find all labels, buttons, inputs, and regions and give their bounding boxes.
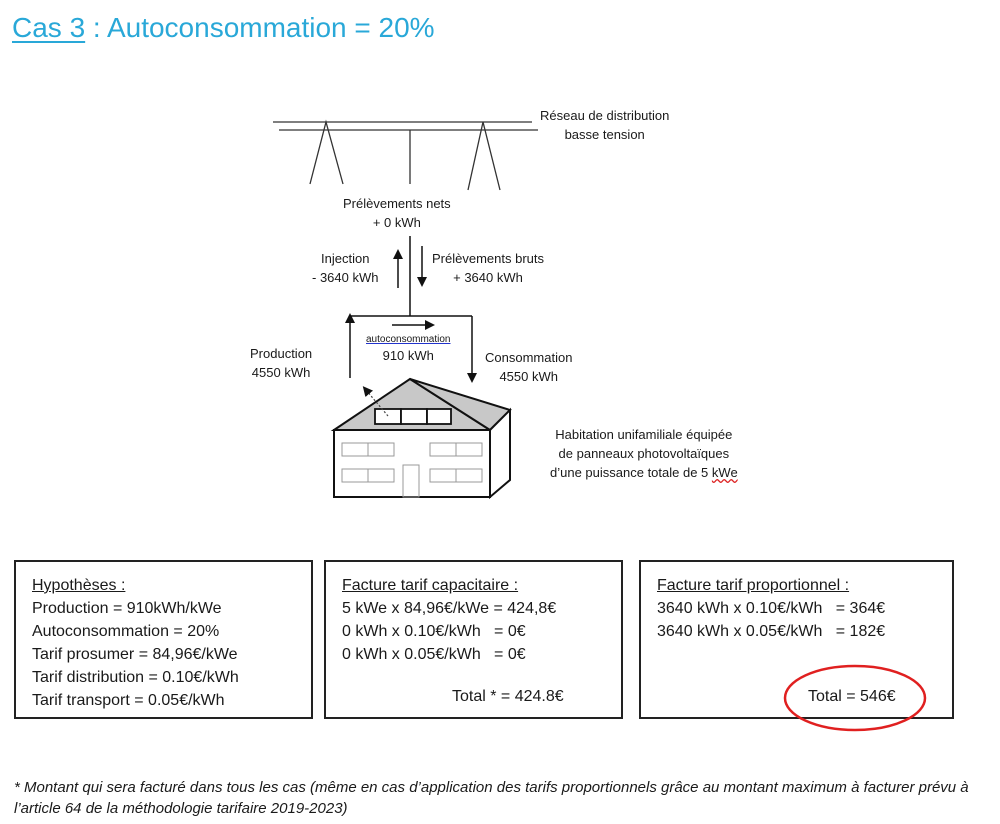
capacitaire-row: 0 kWh x 0.05€/kWh = 0€ (342, 646, 526, 663)
gross-withdrawal-label: Prélèvements bruts+ 3640 kWh (432, 251, 544, 285)
proportionnel-row: 3640 kWh x 0.10€/kWh = 364€ (657, 600, 886, 617)
capacitaire-row: 0 kWh x 0.10€/kWh = 0€ (342, 623, 526, 640)
capacitaire-heading: Facture tarif capacitaire : (342, 577, 519, 594)
hypothesis-row: Tarif distribution = 0.10€/kWh (32, 669, 239, 686)
hypotheses-heading: Hypothèses : (32, 577, 126, 594)
sunlight-arrow-icon (362, 386, 389, 417)
proportionnel-row: 3640 kWh x 0.05€/kWh = 182€ (657, 623, 886, 640)
energy-flow-diagram (273, 119, 538, 500)
injection-label: Injection- 3640 kWh (312, 251, 379, 285)
proportionnel-total: Total = 546€ (808, 688, 896, 705)
house-icon (330, 377, 512, 500)
hypothesis-row: Autoconsommation = 20% (32, 623, 220, 640)
net-withdrawal-label: Prélèvements nets+ 0 kWh (343, 196, 451, 230)
window-icon (341, 442, 483, 498)
solar-panel-icon (374, 408, 452, 425)
hypothesis-row: Production = 910kWh/kWe (32, 600, 222, 617)
hypothesis-row: Tarif transport = 0.05€/kWh (32, 692, 225, 709)
proportionnel-box: Facture tarif proportionnel : 3640 kWh x… (639, 560, 954, 719)
proportionnel-heading: Facture tarif proportionnel : (657, 577, 850, 594)
capacitaire-box: Facture tarif capacitaire : 5 kWe x 84,9… (324, 560, 623, 719)
self-consumption-loop (345, 313, 477, 383)
hypothesis-row: Tarif prosumer = 84,96€/kWe (32, 646, 238, 663)
footnote: * Montant qui sera facturé dans tous les… (14, 779, 969, 817)
total-proportionnel-circle (783, 664, 927, 732)
hypotheses-box: Hypothèses : Production = 910kWh/kWe Aut… (14, 560, 313, 719)
case-subtitle: : Autoconsommation = 20% (85, 12, 435, 43)
case-label: Cas 3 (12, 12, 86, 43)
page-title: Cas 3 : Autoconsommation = 20% (12, 12, 435, 44)
power-line-icon (273, 119, 538, 191)
capacitaire-row: 5 kWe x 84,96€/kWe = 424,8€ (342, 600, 557, 617)
capacitaire-total: Total * = 424.8€ (452, 688, 564, 705)
